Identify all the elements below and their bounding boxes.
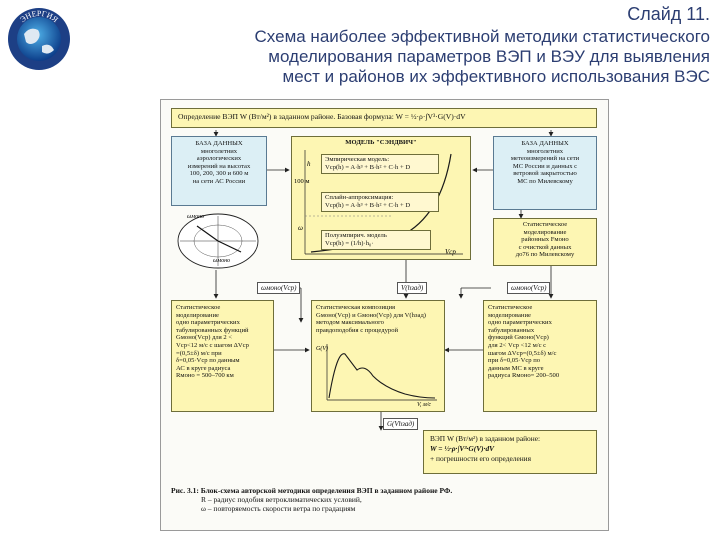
distribution-curve-plot bbox=[326, 344, 437, 401]
slide-number: Слайд 11. bbox=[627, 4, 710, 24]
flowchart-figure: Определение ВЭП W (Вт/м²) в заданном рай… bbox=[160, 99, 609, 531]
power-model-box: Полуэмпирич. модель Vcp(h) = (1/h)·h₀· bbox=[321, 230, 431, 250]
box-line: одно параметрических bbox=[176, 319, 240, 327]
box-line: до76 по Милевскому bbox=[515, 251, 575, 259]
page-title: Схема наиболее эффективной методики стат… bbox=[120, 27, 710, 87]
db-line: аэрологических bbox=[196, 155, 242, 163]
box-line: Статистическое bbox=[488, 304, 533, 311]
box-line: для 2< Vcp <12 м/с с bbox=[488, 341, 547, 349]
db-line: многолетних bbox=[200, 147, 238, 155]
box-line: одно параметрических bbox=[488, 319, 552, 327]
model-omega-label: ω bbox=[298, 224, 303, 232]
db-line: БАЗА ДАННЫХ bbox=[521, 140, 569, 147]
rose-label: ωмоно bbox=[213, 258, 231, 264]
db-line: на сети АС России bbox=[192, 177, 246, 185]
regional-modeling-box: Статистическое моделирование районных Fм… bbox=[493, 218, 597, 266]
empirical-model-box: Эмпирическая модель: Vcp(h) = A·h³ + B·h… bbox=[321, 154, 439, 174]
result-formula-box: ВЭП W (Вт/м²) в заданном районе: W = ½·ρ… bbox=[423, 430, 597, 474]
model-100m-label: 100 м bbox=[294, 178, 310, 185]
box-line: функций Gмоно(Vcp) bbox=[488, 334, 549, 342]
db-line: ветровой закрытостью bbox=[513, 170, 577, 178]
box-line: АС в круге радиуса bbox=[176, 364, 231, 372]
box-line: шагом ΔVcp=(0,5±δ) м/с bbox=[488, 349, 557, 357]
caption-line: ω – повторяемость скорости ветра по град… bbox=[201, 504, 356, 513]
model-line: Vcp(h) = (1/h)·h₀· bbox=[325, 239, 374, 247]
result-line: + погрешности его определения bbox=[430, 454, 532, 463]
aerological-stat-modeling-box: Статистическое моделирование одно параме… bbox=[171, 300, 274, 412]
model-vcp-label: Vcp bbox=[445, 248, 456, 256]
box-line: Gмоно(Vcp) и Gмоно(Vcp) для V(hзад) bbox=[316, 311, 427, 319]
result-line: ВЭП W (Вт/м²) в заданном районе: bbox=[430, 434, 541, 443]
db-line: БАЗА ДАННЫХ bbox=[195, 140, 243, 147]
db-line: МС по Милевскому bbox=[517, 177, 573, 185]
v-height-label: V(hзад) bbox=[397, 282, 428, 294]
box-line: моделирование bbox=[488, 311, 531, 319]
model-title: МОДЕЛЬ "СЭНДВИЧ" bbox=[345, 139, 417, 146]
db-line: многолетних bbox=[526, 147, 564, 155]
box-line: данным МС в круге bbox=[488, 364, 544, 372]
model-line: Сплайн-аппроксимация: bbox=[325, 194, 394, 201]
result-formula: W = ½·ρ·∫V³·G(V)·dV bbox=[430, 444, 495, 453]
box-line: при δ=0,05·Vcp по bbox=[488, 357, 541, 365]
model-line: Эмпирическая модель: bbox=[325, 156, 390, 163]
box-line: Rмоно = 500–700 км bbox=[176, 372, 234, 380]
omega-left-label: ωмоно(Vcp) bbox=[257, 282, 301, 294]
db-line: МС России и данных с bbox=[512, 162, 578, 170]
rose-label: ωмоно bbox=[187, 214, 205, 220]
wind-rose-diagram bbox=[177, 213, 259, 269]
box-line: Vcp<12 м/с с шагом ΔVcp bbox=[176, 341, 249, 349]
box-line: моделирование bbox=[523, 228, 567, 236]
box-line: методом максимального bbox=[316, 319, 384, 327]
title-line: Схема наиболее эффективной методики стат… bbox=[254, 27, 710, 46]
box-line: Статистическая композиция bbox=[316, 304, 396, 311]
box-line: Gмоно(Vcp) для 2 < bbox=[176, 334, 233, 342]
spline-model-box: Сплайн-аппроксимация: Vcp(h) = A·h³ + B·… bbox=[321, 192, 439, 212]
box-line: моделирование bbox=[176, 311, 219, 319]
db-line: 100, 200, 300 и 600 м bbox=[189, 170, 249, 178]
box-line: правдоподобия с процедурой bbox=[316, 326, 399, 334]
box-line: районных Fмоно bbox=[521, 236, 569, 244]
model-h-label: h bbox=[307, 160, 311, 168]
globe-icon: ЭНЕРГИЯ bbox=[8, 8, 70, 70]
model-line: Vcp(h) = A·h³ + B·h² + C·h + D bbox=[325, 201, 411, 209]
box-line: табулированных bbox=[488, 326, 535, 334]
base-formula-box: Определение ВЭП W (Вт/м²) в заданном рай… bbox=[171, 108, 597, 128]
g-axis-label: G(V) bbox=[316, 346, 328, 352]
meteo-database-box: БАЗА ДАННЫХ многолетних метеоизмерений н… bbox=[493, 136, 597, 210]
db-line: измерений на высотах bbox=[187, 162, 251, 170]
box-line: =(0,5±δ) м/с при bbox=[176, 349, 222, 357]
box-line: табулированных функций bbox=[176, 326, 249, 334]
caption-line: Рис. 3.1: Блок-схема авторской методики … bbox=[171, 486, 453, 495]
meteo-stat-modeling-box: Статистическое моделирование одно параме… bbox=[483, 300, 597, 412]
v-axis-label: V, м/с bbox=[417, 402, 432, 408]
statistical-composition-box: Статистическая композиция Gмоно(Vcp) и G… bbox=[311, 300, 445, 412]
model-line: Vcp(h) = A·h³ + B·h² + C·h + D bbox=[325, 163, 411, 171]
box-line: Статистическое bbox=[176, 304, 221, 311]
globe-logo: ЭНЕРГИЯ bbox=[6, 6, 72, 72]
g-vh-label: G(Vhзад) bbox=[383, 418, 419, 430]
box-line: с очисткой данных bbox=[518, 243, 572, 251]
title-line: моделирования параметров ВЭП и ВЭУ для в… bbox=[268, 47, 710, 66]
aerological-database-box: БАЗА ДАННЫХ многолетних аэрологических и… bbox=[171, 136, 267, 206]
db-line: метеоизмерений на сети bbox=[510, 155, 580, 163]
box-line: Статистическое bbox=[522, 221, 568, 228]
box-line: δ=0,05·Vcp по данным bbox=[176, 357, 240, 365]
model-line: Полуэмпирич. модель bbox=[325, 232, 387, 239]
figure-caption: Рис. 3.1: Блок-схема авторской методики … bbox=[171, 486, 601, 513]
title-line: мест и районов их эффективного использов… bbox=[282, 67, 711, 86]
omega-right-label: ωмоно(Vcp) bbox=[507, 282, 551, 294]
caption-line: R – радиус подобия ветроклиматических ус… bbox=[201, 495, 362, 504]
box-line: радиуса Rмоно= 200–500 bbox=[488, 372, 560, 380]
